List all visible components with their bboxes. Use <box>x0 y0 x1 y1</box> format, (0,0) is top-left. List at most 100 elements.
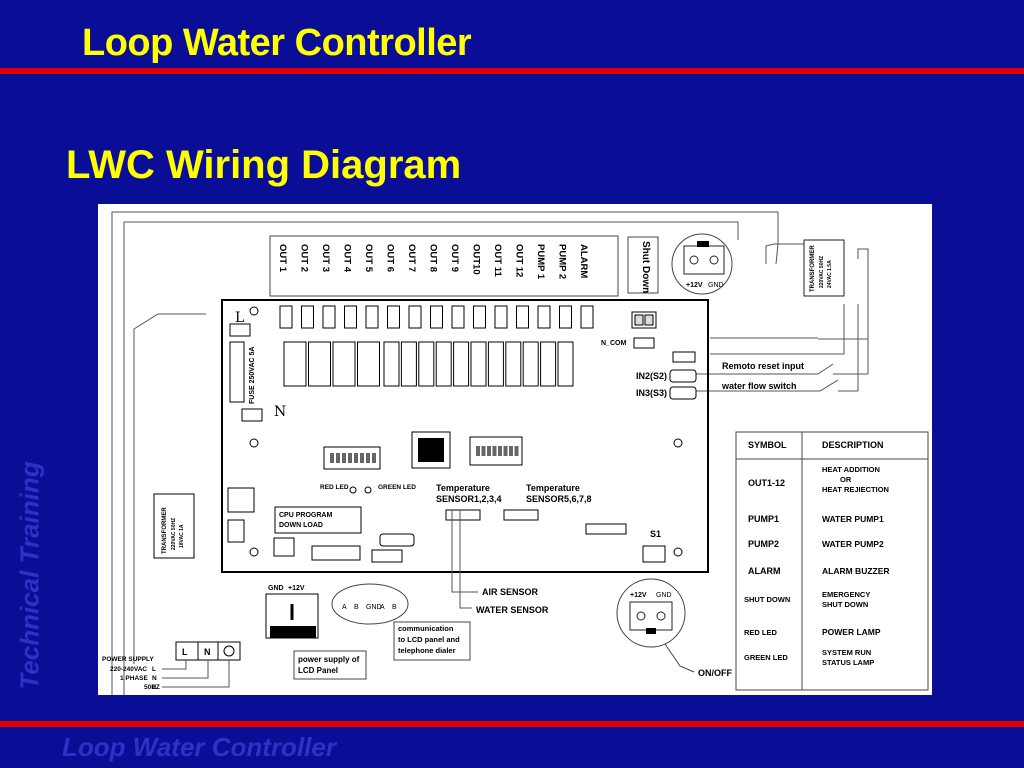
in3-label: IN3(S3) <box>636 388 667 398</box>
bottom-plus-label: +12V <box>630 592 647 599</box>
relay-block <box>332 341 356 387</box>
terminal-slot <box>322 305 336 329</box>
right-transformer-t3: 24VAC 1.5A <box>827 260 833 288</box>
legend-description: ALARM BUZZER <box>822 566 890 576</box>
bottom-red-rule <box>0 721 1024 727</box>
ps-line3: 50HZ <box>144 684 160 691</box>
board-N-label: N <box>274 404 286 420</box>
terminal-slot <box>408 305 422 329</box>
terminal-slot <box>344 305 357 329</box>
relay-block <box>357 341 380 387</box>
terminal-slot <box>580 305 594 329</box>
ps-N: N <box>152 675 157 682</box>
comm-terminal-label: A <box>342 604 347 611</box>
right-transformer-t2: 220VAC 50HZ <box>819 256 825 288</box>
footer-watermark: Loop Water Controller <box>62 732 336 762</box>
cpu-label-2: DOWN LOAD <box>279 522 323 529</box>
legend-description: HEAT ADDITION <box>822 465 880 474</box>
terminal-slot <box>365 305 379 329</box>
terminal-slot <box>279 305 293 329</box>
legend-description: STATUS LAMP <box>822 658 874 667</box>
output-label: OUT 2 <box>299 244 310 272</box>
output-label: ALARM <box>578 244 589 278</box>
relay-block <box>383 341 400 387</box>
legend-symbol: GREEN LED <box>744 653 788 662</box>
legend-description: WATER PUMP2 <box>822 539 884 549</box>
shut-down-label: Shut Down <box>640 241 651 293</box>
temp1-label: Temperature <box>436 483 490 493</box>
shut-down-box <box>627 236 659 294</box>
fuse-label: FUSE 250VAC 5A <box>249 347 256 404</box>
relay-block <box>470 341 487 387</box>
temp2-label: Temperature <box>526 483 580 493</box>
legend-symbol: RED LED <box>744 628 778 637</box>
comm-text-1: communication <box>398 624 454 633</box>
relay-block <box>418 341 435 387</box>
dip-switch <box>498 446 502 456</box>
left-transformer <box>153 493 195 559</box>
n-com-label: N_COM <box>601 340 626 347</box>
temp2b-label: SENSOR5,6,7,8 <box>526 494 592 504</box>
relay-block <box>435 341 452 387</box>
legend-symbol: OUT1-12 <box>748 478 785 488</box>
bottom-gnd-label: GND <box>656 592 672 599</box>
in2-label: IN2(S2) <box>636 371 667 381</box>
relay-block <box>283 341 307 387</box>
ps-L: L <box>152 666 156 673</box>
relay-block <box>505 341 522 387</box>
legend-description: OR <box>840 475 852 484</box>
output-label: OUT 5 <box>363 244 374 273</box>
terminal-slot <box>537 305 551 329</box>
ps-box-N: N <box>204 647 211 657</box>
legend-description: EMERGENCY <box>822 590 870 599</box>
output-label: OUT 8 <box>428 244 439 272</box>
lcd-power-2: LCD Panel <box>298 666 338 675</box>
comm-terminal-label: GND <box>366 604 382 611</box>
s1-label: S1 <box>650 529 661 539</box>
output-label: OUT10 <box>471 244 482 275</box>
relay-block <box>308 341 331 387</box>
terminal-slot <box>494 305 508 329</box>
comm-text-2: to LCD panel and <box>398 635 460 644</box>
ps-title: POWER SUPPLY <box>102 656 154 663</box>
top-red-rule <box>0 68 1024 74</box>
lcd-plus-label: +12V <box>288 585 305 592</box>
comm-terminal-label: A <box>380 604 385 611</box>
terminal-slot <box>516 305 529 329</box>
legend-description: HEAT REJIECTION <box>822 485 889 494</box>
legend-description: WATER PUMP1 <box>822 514 884 524</box>
side-watermark: Technical Training <box>14 461 45 690</box>
relay-block <box>487 341 504 387</box>
comm-text-3: telephone dialer <box>398 646 456 655</box>
legend-description: SYSTEM RUN <box>822 648 871 657</box>
legend-symbol: PUMP2 <box>748 539 779 549</box>
terminal-slot <box>451 305 465 329</box>
dip-switch <box>487 446 491 456</box>
output-label: OUT 9 <box>449 244 460 272</box>
controller-board <box>221 299 709 573</box>
slide-subtitle: LWC Wiring Diagram <box>66 143 462 187</box>
cpu-label-1: CPU PROGRAM <box>279 512 332 519</box>
ps-box-L: L <box>182 647 188 657</box>
output-label: OUT 1 <box>277 244 288 273</box>
ps-line1: 220-240VAC <box>110 666 147 673</box>
dip-switch <box>492 446 497 456</box>
lcd-gnd-label: GND <box>268 585 284 592</box>
water-flow-label: water flow switch <box>721 381 797 391</box>
green-led-label: GREEN LED <box>378 484 416 491</box>
terminal-slot <box>301 305 314 329</box>
top-terminal-gnd-label: GND <box>708 282 724 289</box>
dip-switch <box>354 453 358 463</box>
relay-block <box>453 341 470 387</box>
legend-col-description: DESCRIPTION <box>822 440 884 450</box>
dip-switch <box>372 453 376 463</box>
terminal-slot <box>473 305 486 329</box>
legend-symbol: ALARM <box>748 566 781 576</box>
air-sensor-label: AIR SENSOR <box>482 587 539 597</box>
relay-block <box>557 341 574 387</box>
legend-description: POWER LAMP <box>822 627 881 637</box>
legend-description: SHUT DOWN <box>822 600 868 609</box>
board-L-label: L <box>235 310 244 326</box>
